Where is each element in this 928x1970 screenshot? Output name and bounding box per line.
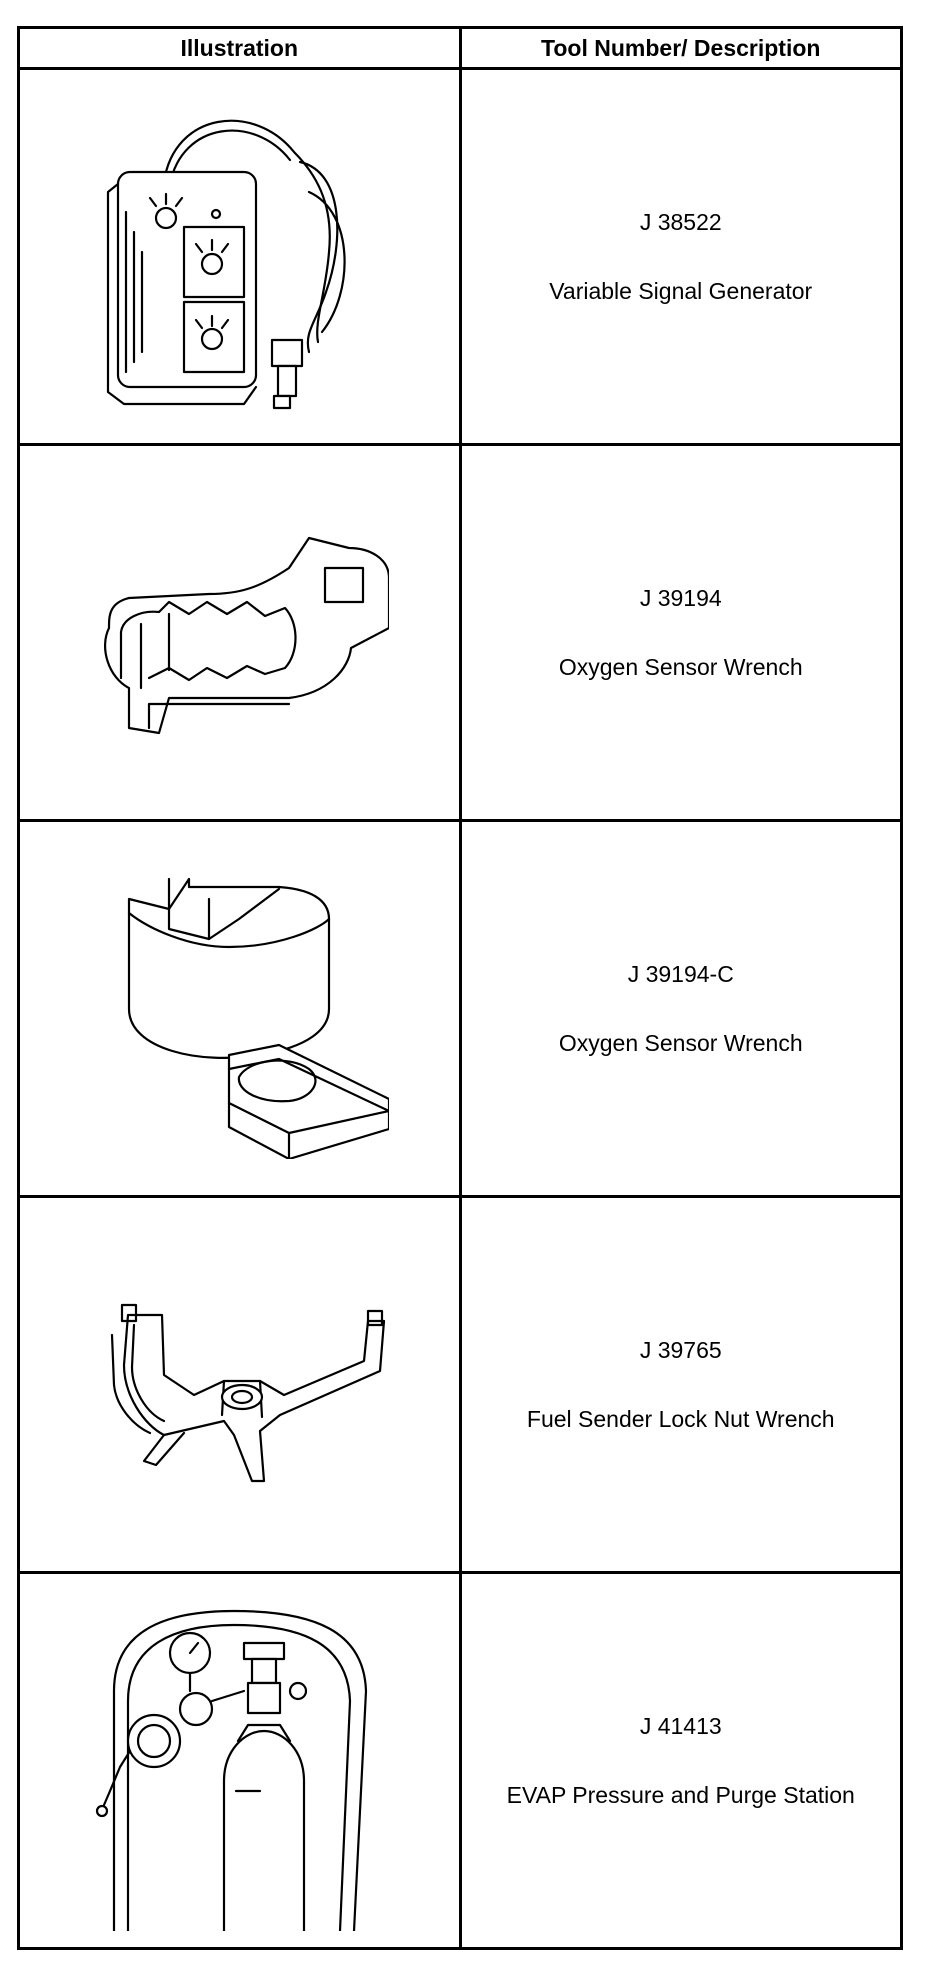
table-row: J 39194 Oxygen Sensor Wrench — [17, 443, 903, 823]
table-row: J 39194-C Oxygen Sensor Wrench — [17, 819, 903, 1199]
table-row: J 39765 Fuel Sender Lock Nut Wrench — [17, 1195, 903, 1574]
description-cell: J 38522 Variable Signal Generator — [458, 67, 903, 447]
tool-number: J 39194 — [639, 584, 722, 611]
tool-description: Oxygen Sensor Wrench — [558, 1029, 803, 1056]
tool-description: Fuel Sender Lock Nut Wrench — [526, 1405, 835, 1432]
description-cell: J 41413 EVAP Pressure and Purge Station — [458, 1571, 903, 1950]
illustration-cell — [17, 1195, 462, 1574]
header-illustration: Illustration — [17, 25, 462, 71]
special-tools-table: Illustration Tool Number/ Description — [17, 25, 903, 1950]
sensor-socket-icon — [128, 877, 390, 1159]
spider-wrench-icon — [111, 1303, 386, 1482]
tool-description: Variable Signal Generator — [549, 277, 813, 304]
tool-number: J 39765 — [639, 1336, 722, 1363]
header-tool-description: Tool Number/ Description — [458, 25, 903, 71]
description-cell: J 39765 Fuel Sender Lock Nut Wrench — [458, 1195, 903, 1574]
description-cell: J 39194 Oxygen Sensor Wrench — [458, 443, 903, 823]
illustration-cell — [17, 819, 462, 1199]
tool-number: J 38522 — [639, 208, 722, 235]
table-row: J 38522 Variable Signal Generator — [17, 67, 903, 447]
illustration-cell — [17, 443, 462, 823]
illustration-cell — [17, 67, 462, 447]
crowfoot-wrench-icon — [104, 536, 390, 734]
table-row: J 41413 EVAP Pressure and Purge Station — [17, 1571, 903, 1950]
illustration-cell — [17, 1571, 462, 1950]
gas-cylinder-cart-icon — [96, 1609, 368, 1931]
tool-number: J 41413 — [639, 1712, 722, 1739]
tool-description: Oxygen Sensor Wrench — [558, 653, 803, 680]
table-header-row: Illustration Tool Number/ Description — [17, 25, 903, 71]
description-cell: J 39194-C Oxygen Sensor Wrench — [458, 819, 903, 1199]
signal-generator-icon — [107, 119, 346, 409]
tool-number: J 39194-C — [627, 960, 734, 987]
tool-description: EVAP Pressure and Purge Station — [506, 1781, 855, 1808]
